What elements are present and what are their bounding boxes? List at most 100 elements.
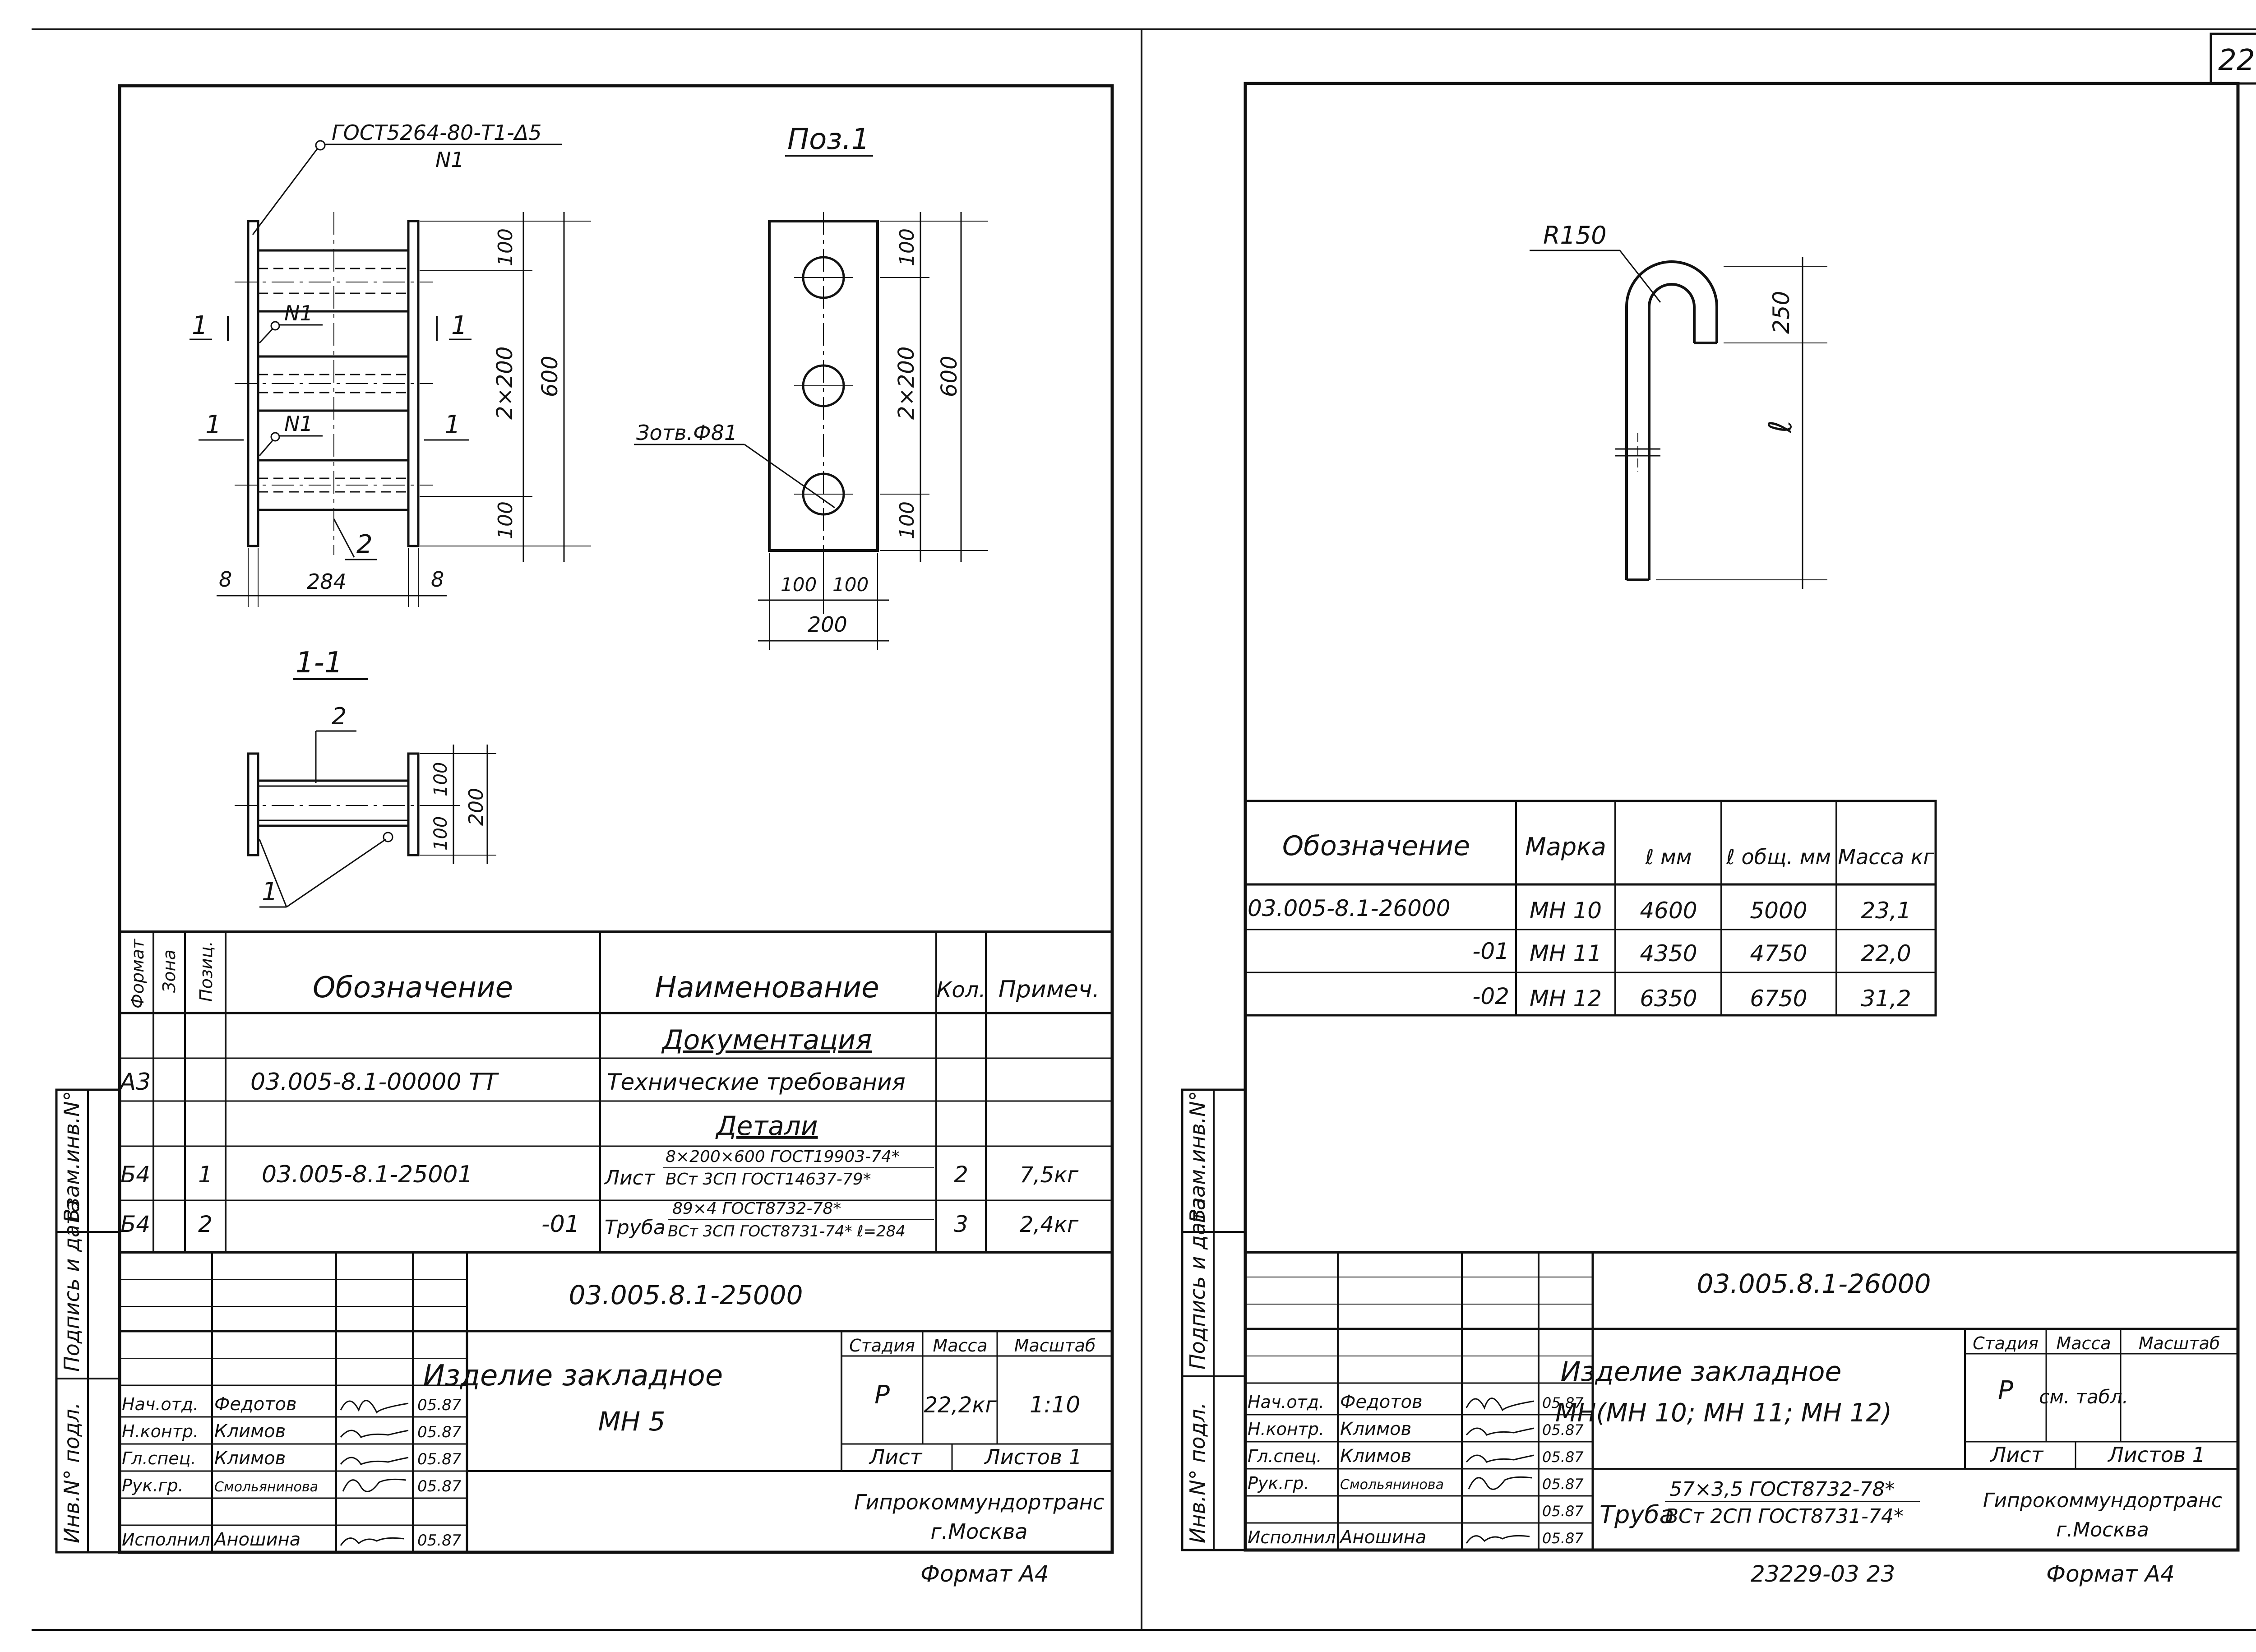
spec-row4-name-top: 89×4 ГОСТ8732-78* bbox=[672, 1199, 841, 1218]
right-sheet-label: Лист bbox=[1990, 1443, 2044, 1467]
table-header-mass: Масса кг bbox=[1838, 845, 1934, 869]
hole-label: Зотв.Ф81 bbox=[636, 421, 737, 445]
right-param-table: Обозначение Марка ℓ мм ℓ общ. мм Масса к… bbox=[1244, 800, 1937, 1017]
dim-600: 600 bbox=[537, 356, 563, 397]
table-row2-mark: МН 11 bbox=[1530, 940, 1602, 967]
spec-header-pos: Позиц. bbox=[196, 941, 216, 1002]
section-marker-2: 2 bbox=[332, 703, 347, 730]
table-row1-length: 4600 bbox=[1640, 898, 1697, 924]
table-row2-mass: 22,0 bbox=[1861, 940, 1911, 967]
sig-date: 05.87 bbox=[417, 1396, 462, 1414]
left-title-block: 03.005.8.1-25000 Изделие закладное МН 5 … bbox=[120, 1252, 1112, 1552]
signature-scribble bbox=[340, 1400, 409, 1414]
plate-view: Поз.1 Зотв.Ф81 100 2×200 100 600 bbox=[634, 123, 988, 650]
sig-date: 05.87 bbox=[1542, 1503, 1584, 1520]
right-product-title: Изделие закладное bbox=[1561, 1356, 1842, 1388]
left-org: Гипрокоммундортранс bbox=[854, 1490, 1104, 1514]
signature-scribble bbox=[340, 1430, 409, 1438]
left-spec-table: Формат Зона Позиц. Обозначение Наименова… bbox=[119, 932, 1112, 1254]
plate-dim-100-b: 100 bbox=[832, 574, 869, 596]
signature-scribble bbox=[1465, 1454, 1535, 1463]
front-view: 1 1 1 1 N1 N1 2 bbox=[190, 212, 591, 607]
left-format: Формат А4 bbox=[920, 1561, 1049, 1587]
table-header-code: Обозначение bbox=[1282, 830, 1470, 862]
left-title-code: 03.005.8.1-25000 bbox=[569, 1280, 803, 1310]
spec-row3-code: 03.005-8.1-25001 bbox=[262, 1161, 473, 1188]
dim-2x200: 2×200 bbox=[492, 347, 518, 420]
left-product-title: Изделие закладное bbox=[423, 1359, 723, 1393]
left-stage: Р bbox=[874, 1380, 890, 1410]
sig-date: 05.87 bbox=[1542, 1476, 1584, 1493]
right-pipe-top: 57×3,5 ГОСТ8732-78* bbox=[1669, 1478, 1895, 1501]
section-mark-left: 1 bbox=[192, 311, 208, 340]
sig-name: Федотов bbox=[1340, 1392, 1423, 1412]
table-row3-mass: 31,2 bbox=[1861, 986, 1911, 1012]
spec-header-qty: Кол. bbox=[936, 977, 985, 1003]
left-sheets-label: Листов 1 bbox=[984, 1445, 1082, 1469]
left-stage-label: Стадия bbox=[849, 1336, 915, 1356]
left-scale: 1:10 bbox=[1030, 1392, 1080, 1418]
sig-name: Климов bbox=[214, 1421, 286, 1442]
spec-row4-name: Труба bbox=[605, 1216, 666, 1239]
marker-2: 2 bbox=[356, 530, 373, 559]
right-city: г.Москва bbox=[2056, 1518, 2149, 1541]
sig-date: 05.87 bbox=[417, 1423, 462, 1441]
spec-row3-format: Б4 bbox=[120, 1161, 150, 1188]
table-row1-total: 5000 bbox=[1750, 898, 1807, 924]
spec-row4-note: 2,4кг bbox=[1020, 1212, 1079, 1237]
pos-title: Поз.1 bbox=[787, 123, 869, 156]
side-label-inventory: Инв.N° подл. bbox=[1185, 1402, 1210, 1543]
spec-row-section-docs: Документация bbox=[661, 1024, 872, 1056]
marker-1-right: 1 bbox=[444, 410, 461, 440]
plate-dim-600: 600 bbox=[937, 356, 962, 397]
table-row2-code: -01 bbox=[1472, 938, 1509, 964]
sig-date: 05.87 bbox=[1542, 1530, 1584, 1547]
sig-name: Федотов bbox=[214, 1394, 297, 1415]
side-label-replaced: Взам.инв.N° bbox=[60, 1091, 84, 1223]
spec-header-code: Обозначение bbox=[313, 971, 513, 1004]
right-format: Формат А4 bbox=[2046, 1561, 2175, 1587]
sig-name: Смольянинова bbox=[1340, 1477, 1444, 1493]
signature-scribble bbox=[342, 1478, 407, 1492]
dim-100-top: 100 bbox=[494, 228, 517, 266]
sig-name: Климов bbox=[214, 1448, 286, 1469]
left-mass: 22,2кг bbox=[924, 1393, 997, 1418]
spec-row4-pos: 2 bbox=[198, 1211, 213, 1237]
n1-lower: N1 bbox=[284, 412, 313, 436]
right-scale-label: Масштаб bbox=[2139, 1333, 2220, 1353]
hook-rod: R150 250 ℓ bbox=[1530, 221, 1827, 589]
dim-250: 250 bbox=[1768, 291, 1794, 334]
plate-dim-200: 200 bbox=[808, 612, 847, 637]
weld-note: ГОСТ5264-80-Т1-Δ5 bbox=[332, 120, 542, 145]
sig-name: Климов bbox=[1340, 1446, 1411, 1467]
table-header-length: ℓ мм bbox=[1645, 845, 1692, 869]
dim-100-bottom: 100 bbox=[494, 501, 517, 539]
left-mass-label: Масса bbox=[933, 1336, 987, 1356]
archive-number: 23229-03 23 bbox=[1751, 1561, 1895, 1587]
dim-8-left: 8 bbox=[219, 567, 232, 592]
sig-role: Гл.спец. bbox=[122, 1448, 196, 1468]
left-drawing: Взам.инв.N° Подпись и дата Инв.N° подл. … bbox=[55, 84, 1114, 1587]
table-row3-total: 6750 bbox=[1750, 986, 1807, 1012]
right-title-code: 03.005.8.1-26000 bbox=[1697, 1268, 1931, 1299]
sig-date: 05.87 bbox=[1542, 1421, 1584, 1439]
radius-label: R150 bbox=[1543, 221, 1607, 250]
table-row1-mark: МН 10 bbox=[1530, 898, 1602, 924]
weld-note-ref: N1 bbox=[435, 148, 464, 172]
sig-date: 05.87 bbox=[1542, 1394, 1584, 1411]
spec-row3-note: 7,5кг bbox=[1020, 1162, 1079, 1188]
signature-scribble bbox=[1465, 1397, 1535, 1411]
plate-dim-100-a: 100 bbox=[781, 574, 817, 596]
side-label-inventory: Инв.N° подл. bbox=[60, 1402, 84, 1543]
spec-row3-pos: 1 bbox=[198, 1161, 213, 1188]
sig-role: Исполнил bbox=[122, 1530, 210, 1550]
left-sheet-label: Лист bbox=[869, 1445, 923, 1469]
spec-row-section-parts: Детали bbox=[715, 1111, 818, 1141]
spec-header-zone: Зона bbox=[159, 949, 179, 993]
right-sheets-label: Листов 1 bbox=[2107, 1443, 2205, 1467]
sig-role: Рук.гр. bbox=[122, 1476, 184, 1495]
spec-row1-name: Технические требования bbox=[607, 1069, 906, 1095]
table-row3-code: -02 bbox=[1472, 983, 1509, 1009]
right-pipe-bot: ВСт 2СП ГОСТ8731-74* bbox=[1665, 1505, 1904, 1528]
